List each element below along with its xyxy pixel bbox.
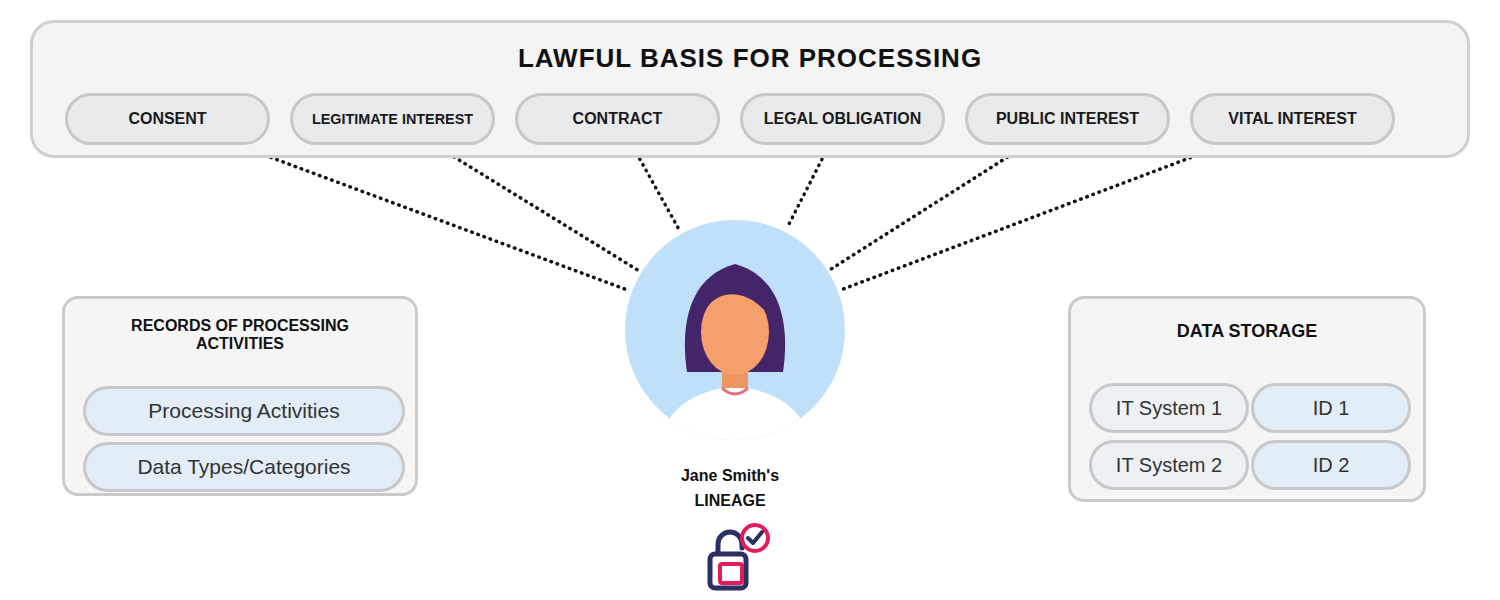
check-mark	[748, 532, 762, 543]
person-node: Jane Smith's LINEAGE	[615, 220, 855, 512]
box-label: ID 1	[1313, 397, 1350, 420]
lawful-basis-band: LAWFUL BASIS FOR PROCESSING CONSENT LEGITI…	[30, 20, 1470, 158]
dotted-connector	[842, 146, 1221, 290]
lock-body	[710, 554, 746, 588]
id-box: ID 2	[1251, 440, 1411, 490]
basis-pill: PUBLIC INTEREST	[965, 93, 1170, 145]
box-label: Data Types/Categories	[137, 455, 350, 479]
basis-pill: CONTRACT	[515, 93, 720, 145]
lock-check-icon	[700, 514, 780, 594]
heading-text: RECORDS OF PROCESSING ACTIVITIES	[131, 317, 349, 353]
basis-pill: LEGAL OBLIGATION	[740, 93, 945, 145]
heading-text: Jane Smith's LINEAGE	[665, 464, 795, 514]
shirt	[661, 388, 809, 440]
basis-pill: VITAL INTEREST	[1190, 93, 1395, 145]
dotted-connector	[787, 148, 828, 229]
it-system-box: IT System 1	[1089, 383, 1249, 433]
dotted-connector	[437, 147, 638, 271]
box-label: VITAL INTEREST	[1228, 110, 1356, 128]
heading-text: LAWFUL BASIS FOR PROCESSING	[33, 43, 1467, 74]
dotted-connector	[831, 147, 1024, 269]
heading-text: DATA STORAGE	[1071, 321, 1423, 342]
id-box: ID 1	[1251, 383, 1411, 433]
hair-fringe	[701, 279, 771, 324]
collar	[722, 388, 748, 394]
box-label: CONSENT	[128, 110, 206, 128]
record-item: Data Types/Categories	[83, 442, 405, 492]
avatar-circle	[625, 220, 845, 440]
box-label: ID 2	[1313, 454, 1350, 477]
dotted-connector	[633, 148, 679, 231]
lock-inner	[720, 564, 742, 583]
it-system-box: IT System 2	[1089, 440, 1249, 490]
box-label: IT System 2	[1116, 454, 1222, 477]
box-label: LEGITIMATE INTEREST	[312, 111, 473, 127]
basis-pill: CONSENT	[65, 93, 270, 145]
dotted-connector	[240, 146, 628, 290]
storage-panel: DATA STORAGE IT System 1 ID 1 IT System 2 ID…	[1068, 296, 1426, 502]
basis-pill: LEGITIMATE INTEREST	[290, 93, 495, 145]
box-label: CONTRACT	[573, 110, 663, 128]
box-label: IT System 1	[1116, 397, 1222, 420]
box-label: Processing Activities	[148, 399, 339, 423]
box-label: LEGAL OBLIGATION	[764, 110, 922, 128]
check-badge	[742, 525, 768, 551]
record-item: Processing Activities	[83, 386, 405, 436]
records-panel: RECORDS OF PROCESSING ACTIVITIES Processi…	[62, 296, 418, 496]
box-label: PUBLIC INTEREST	[996, 110, 1139, 128]
